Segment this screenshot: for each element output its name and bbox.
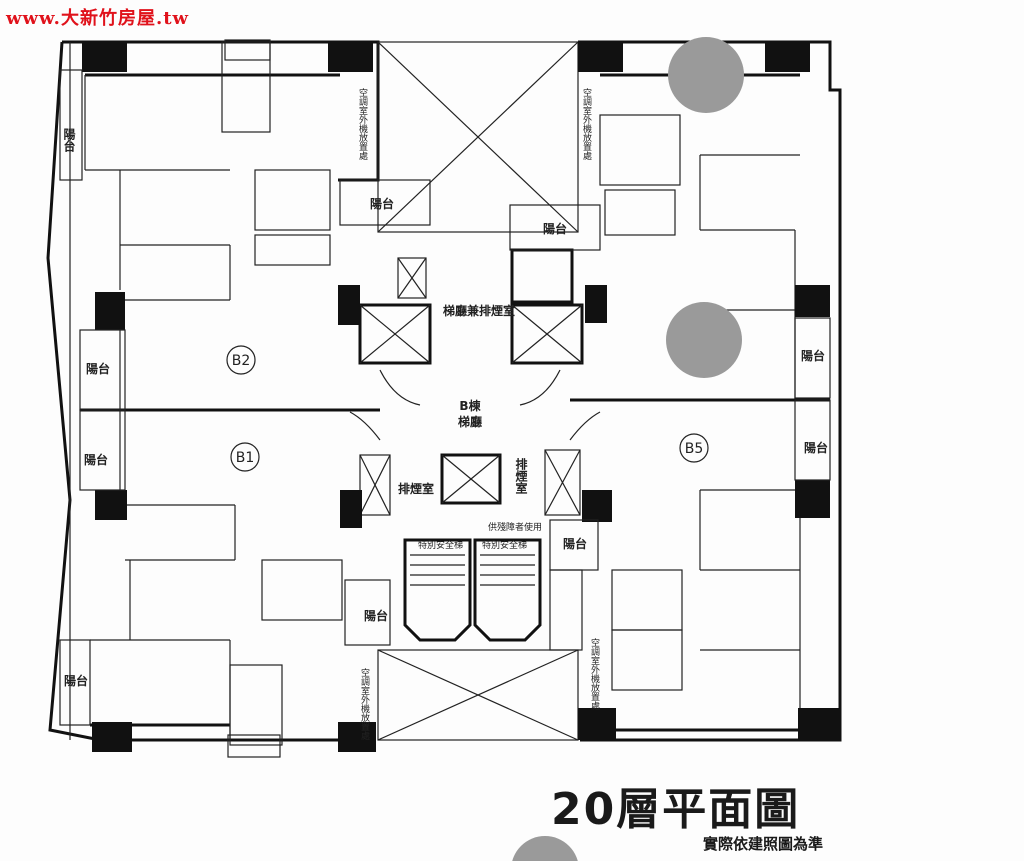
unit-label: B2 bbox=[232, 353, 251, 369]
unit-label: B1 bbox=[236, 450, 255, 466]
smoke-room-label: 排煙室 bbox=[398, 481, 434, 496]
ac-platform-label: 空調室外機放置處 bbox=[357, 87, 368, 161]
plan-subtitle: 實際依建照圖為準 bbox=[703, 835, 824, 853]
ac-platform-label: 空調室外機放置處 bbox=[589, 637, 600, 711]
redaction-dot bbox=[666, 302, 742, 378]
ac-platform-label: 空調室外機放置處 bbox=[359, 667, 370, 741]
lobby-label-2: 梯廳 bbox=[458, 414, 482, 429]
redaction-dot bbox=[512, 836, 578, 861]
stair-label: 特別安全梯 bbox=[418, 539, 463, 551]
lobby-label-1: B棟 bbox=[459, 398, 481, 413]
unit-marker-b5: B5 bbox=[679, 433, 709, 463]
stair-disabled-label: 供殘障者使用 bbox=[488, 521, 542, 533]
redaction-dot bbox=[668, 37, 744, 113]
balcony-label: 陽台 bbox=[563, 536, 587, 551]
watermark: www.大新竹房屋.tw bbox=[6, 8, 190, 29]
stair-label: 特別安全梯 bbox=[482, 539, 527, 551]
balcony-label: 陽台 bbox=[804, 440, 828, 455]
unit-label: B5 bbox=[685, 441, 704, 457]
ac-platform-label: 空調室外機放置處 bbox=[581, 87, 592, 161]
plan-title: 20層平面圖 bbox=[551, 784, 801, 835]
elevator-lobby-smoke-label: 梯廳兼排煙室 bbox=[443, 303, 515, 318]
unit-marker-b2: B2 bbox=[226, 345, 256, 375]
balcony-label: 陽台 bbox=[84, 452, 108, 467]
balcony-label: 陽台 bbox=[370, 196, 394, 211]
balcony-label: 陽台 bbox=[364, 608, 388, 623]
balcony-label: 陽台 bbox=[62, 128, 76, 153]
smoke-room-label-v: 排煙室 bbox=[514, 457, 528, 495]
unit-marker-b1: B1 bbox=[230, 442, 260, 472]
balcony-label: 陽台 bbox=[86, 361, 110, 376]
balcony-label: 陽台 bbox=[64, 673, 88, 688]
balcony-label: 陽台 bbox=[543, 221, 567, 236]
balcony-label: 陽台 bbox=[801, 348, 825, 363]
